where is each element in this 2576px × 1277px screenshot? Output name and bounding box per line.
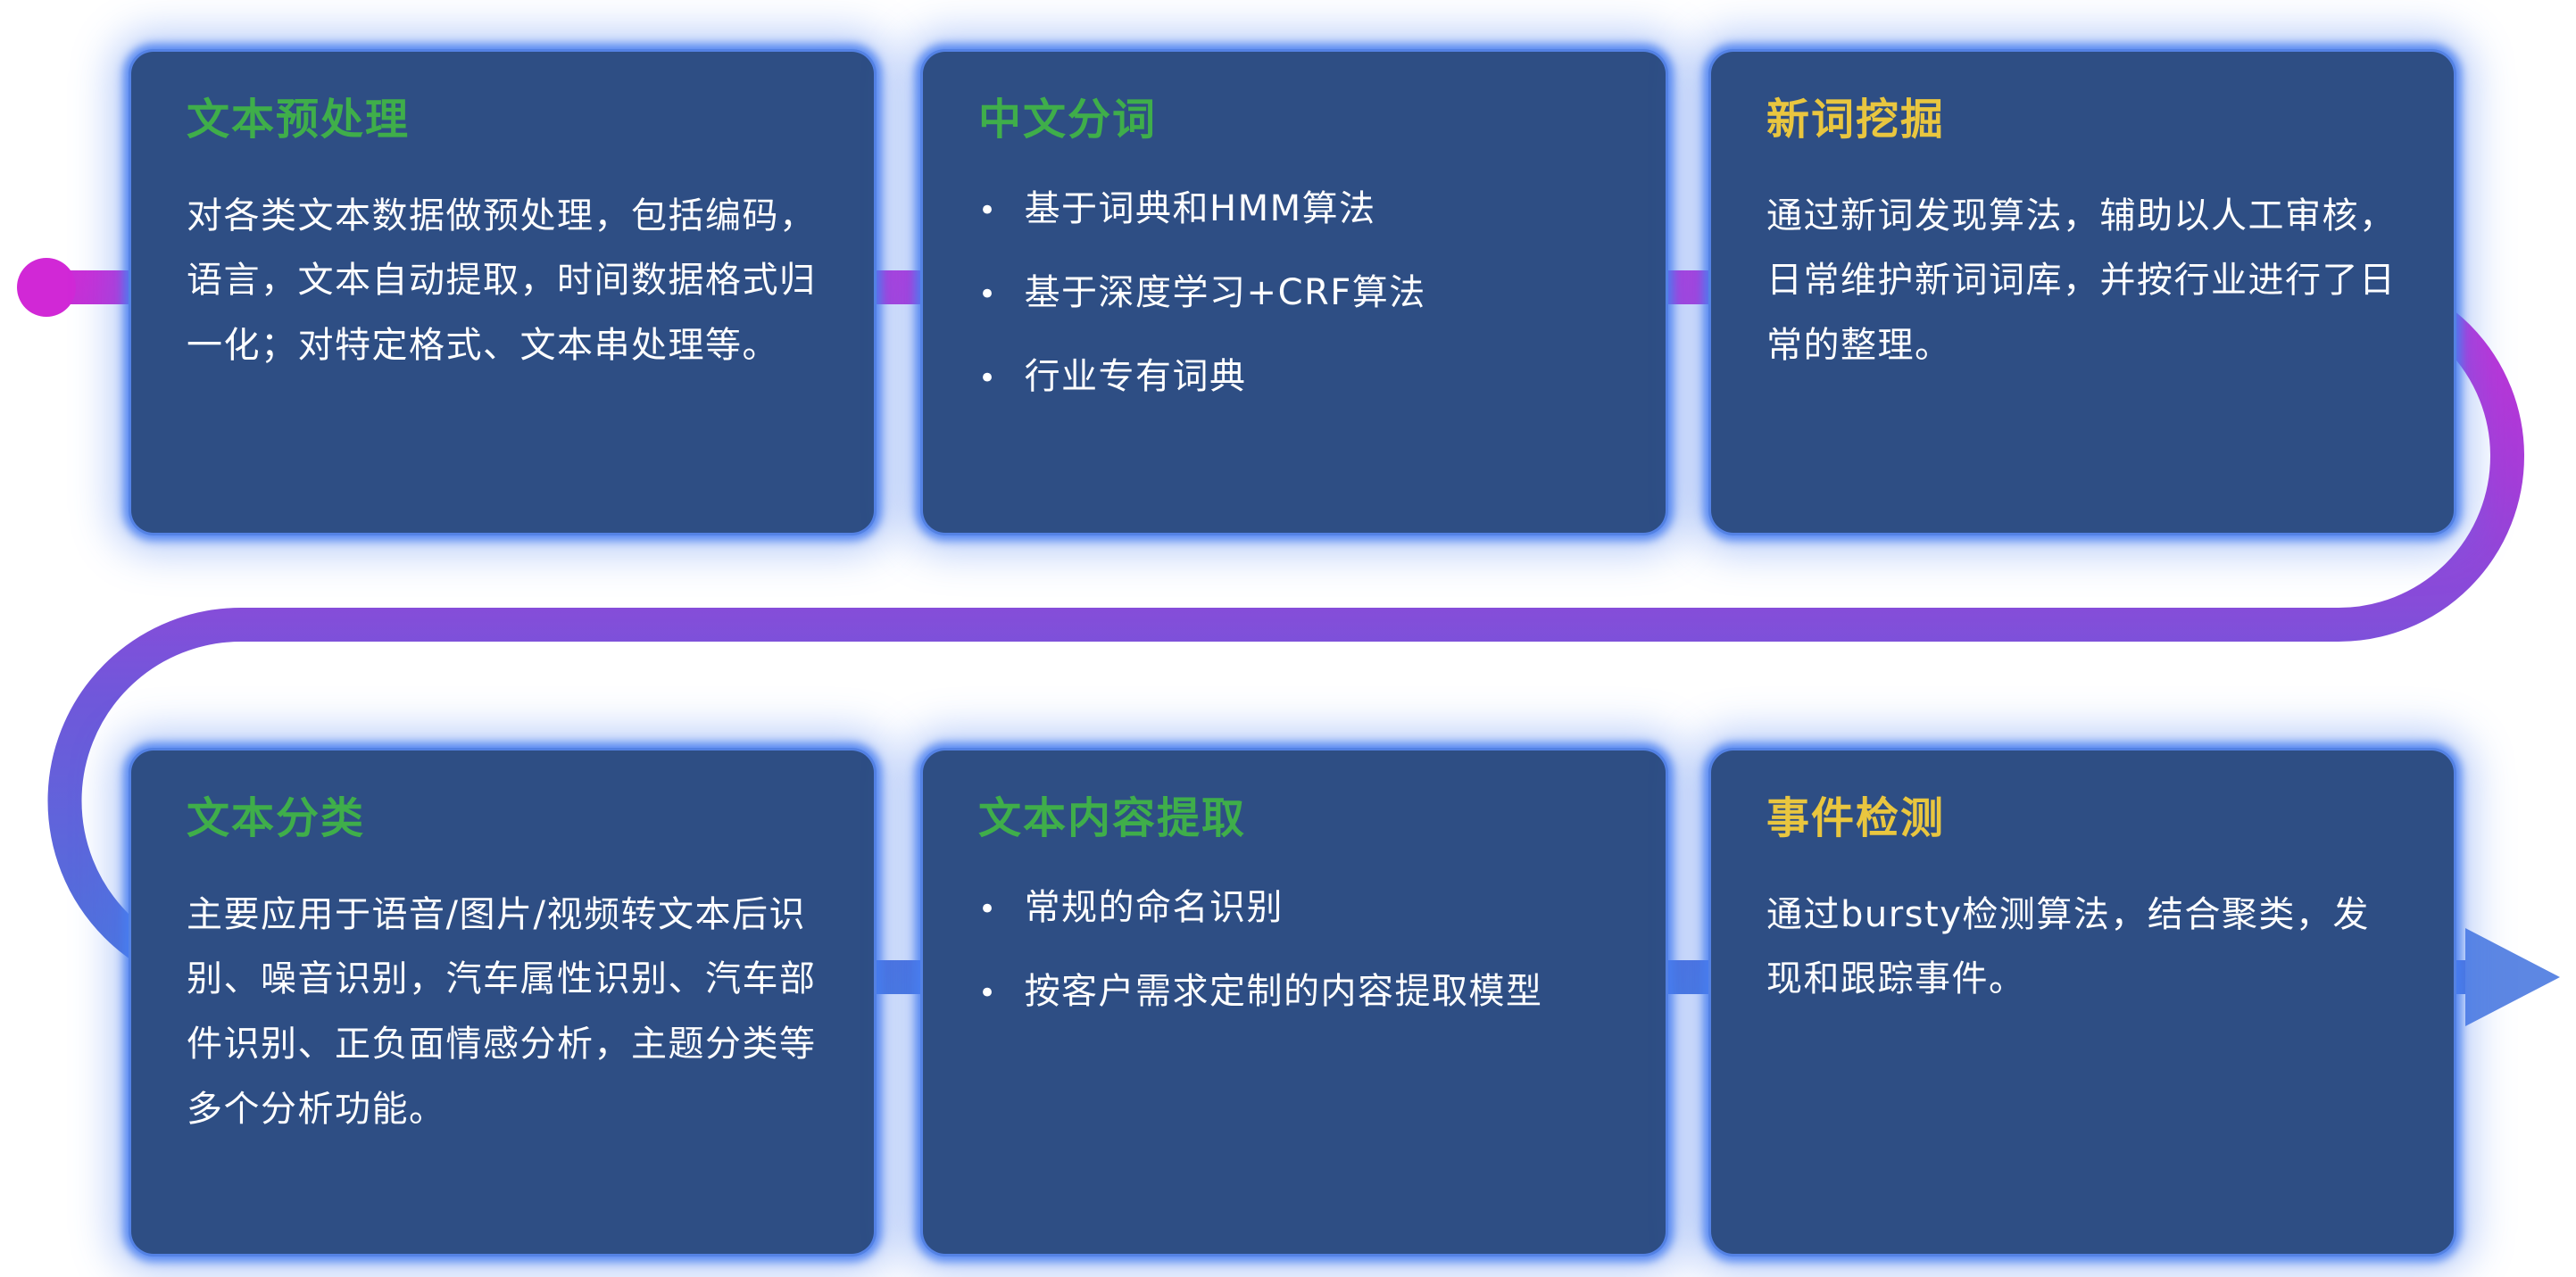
bullet-item: 按客户需求定制的内容提取模型: [978, 966, 1612, 1016]
card-bullet-list: 基于词典和HMM算法 基于深度学习+CRF算法 行业专有词典: [978, 184, 1612, 402]
bullet-item: 常规的命名识别: [978, 883, 1612, 933]
bullet-text: 基于词典和HMM算法: [1024, 187, 1376, 229]
card-text-preprocessing: 文本预处理 对各类文本数据做预处理，包括编码，语言，文本自动提取，时间数据格式归…: [129, 49, 877, 535]
flow-start-dot-icon: [17, 258, 76, 317]
bullet-icon: [978, 966, 998, 1016]
card-text-classification: 文本分类 主要应用于语音/图片/视频转文本后识别、噪音识别，汽车属性识别、汽车部…: [129, 748, 877, 1256]
card-chinese-word-segmentation: 中文分词 基于词典和HMM算法 基于深度学习+CRF算法 行业专有词典: [920, 49, 1668, 535]
bullet-item: 行业专有词典: [978, 352, 1612, 402]
bullet-item: 基于词典和HMM算法: [978, 184, 1612, 234]
bullet-text: 常规的命名识别: [1024, 886, 1284, 928]
card-title: 事件检测: [1766, 793, 1946, 843]
flow-line: [29, 270, 2524, 994]
bullet-text: 行业专有词典: [1024, 355, 1247, 397]
bullet-icon: [978, 883, 998, 933]
card-title: 中文分词: [978, 95, 1158, 145]
card-title: 文本分类: [187, 793, 366, 843]
card-text-content-extraction: 文本内容提取 常规的命名识别 按客户需求定制的内容提取模型: [920, 748, 1668, 1256]
card-bullet-list: 常规的命名识别 按客户需求定制的内容提取模型: [978, 883, 1612, 1016]
card-title: 新词挖掘: [1766, 95, 1946, 145]
card-new-word-mining: 新词挖掘 通过新词发现算法，辅助以人工审核，日常维护新词词库，并按行业进行了日常…: [1708, 49, 2456, 535]
bullet-text: 按客户需求定制的内容提取模型: [1024, 970, 1543, 1012]
bullet-text: 基于深度学习+CRF算法: [1024, 271, 1426, 313]
card-title: 文本预处理: [187, 95, 411, 145]
card-title: 文本内容提取: [978, 793, 1247, 843]
card-event-detection: 事件检测 通过bursty检测算法，结合聚类，发现和跟踪事件。: [1708, 748, 2456, 1256]
bullet-icon: [978, 184, 998, 234]
card-body: 通过新词发现算法，辅助以人工审核，日常维护新词词库，并按行业进行了日常的整理。: [1766, 195, 2397, 367]
arrow-right-icon: [2465, 928, 2560, 1026]
bullet-icon: [978, 352, 998, 402]
bullet-item: 基于深度学习+CRF算法: [978, 268, 1612, 318]
card-body: 主要应用于语音/图片/视频转文本后识别、噪音识别，汽车属性识别、汽车部件识别、正…: [187, 893, 817, 1130]
card-body: 对各类文本数据做预处理，包括编码，语言，文本自动提取，时间数据格式归一化；对特定…: [187, 195, 817, 367]
card-body: 通过bursty检测算法，结合聚类，发现和跟踪事件。: [1766, 893, 2370, 1000]
bullet-icon: [978, 268, 998, 318]
